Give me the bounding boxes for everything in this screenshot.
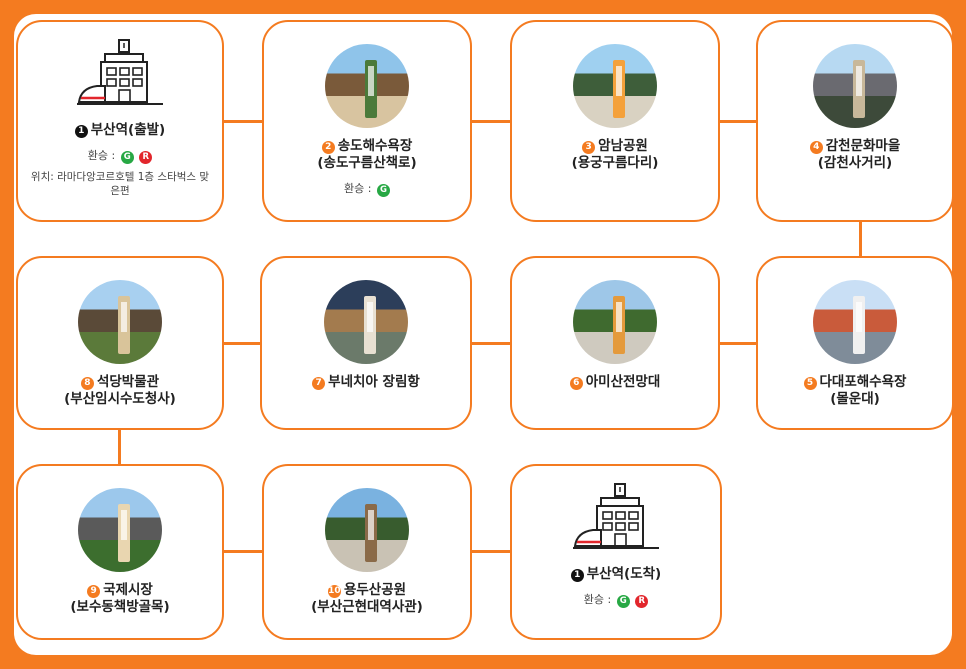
stop-subname: (부산근현대역사관) <box>311 599 423 615</box>
stop-photo <box>325 44 409 128</box>
stop-number: 1 <box>74 125 88 138</box>
stop-name: 용두산공원 <box>343 582 407 598</box>
stop-number: 1 <box>570 569 584 582</box>
transfer-info: 환승 : G R <box>87 147 153 164</box>
stop-photo <box>573 280 657 364</box>
stop-subname: (감천사거리) <box>817 155 893 171</box>
route-connector <box>470 550 512 553</box>
stop-number: 8 <box>80 377 94 390</box>
line-r-badge: R <box>139 151 153 164</box>
stop-number: 10 <box>327 585 341 598</box>
route-connector <box>718 120 756 123</box>
stop-photo <box>813 280 897 364</box>
train-station-icon <box>77 39 163 105</box>
route-connector <box>718 342 756 345</box>
signpost-stripe <box>121 510 127 540</box>
stop-location: 위치: 라마다앙코르호텔 1층 스타벅스 맞은편 <box>30 171 210 197</box>
route-connector <box>222 342 262 345</box>
stop-subname: (몰운대) <box>830 391 880 407</box>
route-connector <box>470 342 510 345</box>
transfer-label: 환승 : <box>583 593 612 606</box>
transfer-label: 환승 : <box>344 182 372 195</box>
line-r-badge: R <box>635 595 649 608</box>
signpost-stripe <box>856 66 862 96</box>
route-connector <box>470 120 510 123</box>
stop-photo <box>813 44 897 128</box>
transfer-info: 환승 : G R <box>583 591 649 608</box>
stop-photo <box>325 488 409 572</box>
stop-name: 석당박물관 <box>96 374 160 390</box>
stop-subname: (송도구름산책로) <box>317 155 417 171</box>
stop-photo <box>573 44 657 128</box>
line-g-badge: G <box>120 151 134 164</box>
stop-number: 7 <box>312 377 326 390</box>
stop-name: 국제시장 <box>103 582 153 598</box>
route-connector <box>118 428 121 466</box>
signpost-stripe <box>121 302 127 332</box>
route-connector <box>859 220 862 256</box>
stop-name: 부산역(출발) <box>90 122 166 138</box>
stop-photo <box>78 488 162 572</box>
stop-name: 부네치아 장림항 <box>328 374 420 390</box>
stop-name: 송도해수욕장 <box>337 138 413 154</box>
signpost-stripe <box>616 66 622 96</box>
train-station-icon <box>573 483 659 549</box>
line-g-badge: G <box>376 184 390 197</box>
signpost-stripe <box>368 66 374 96</box>
signpost-stripe <box>368 510 374 540</box>
signpost-stripe <box>856 302 862 332</box>
route-connector <box>222 550 262 553</box>
stop-subname: (보수동책방골목) <box>70 599 170 615</box>
stop-photo <box>324 280 408 364</box>
stop-name: 아미산전망대 <box>585 374 661 390</box>
stop-name: 부산역(도착) <box>586 566 662 582</box>
stop-subname: (부산임시수도청사) <box>64 391 176 407</box>
stop-photo <box>78 280 162 364</box>
stop-name: 감천문화마을 <box>825 138 901 154</box>
line-g-badge: G <box>616 595 630 608</box>
transfer-info: 환승 : G <box>344 180 390 197</box>
stop-number: 9 <box>87 585 101 598</box>
stop-number: 3 <box>582 141 596 154</box>
stop-number: 4 <box>809 141 823 154</box>
transfer-label: 환승 : <box>87 149 116 162</box>
stop-number: 6 <box>569 377 583 390</box>
stop-number: 2 <box>321 141 335 154</box>
route-connector <box>222 120 264 123</box>
stop-number: 5 <box>803 377 817 390</box>
stop-name: 다대포해수욕장 <box>819 374 907 390</box>
stop-subname: (용궁구름다리) <box>571 155 659 171</box>
signpost-stripe <box>616 302 622 332</box>
signpost-stripe <box>367 302 373 332</box>
stop-name: 암남공원 <box>598 138 648 154</box>
